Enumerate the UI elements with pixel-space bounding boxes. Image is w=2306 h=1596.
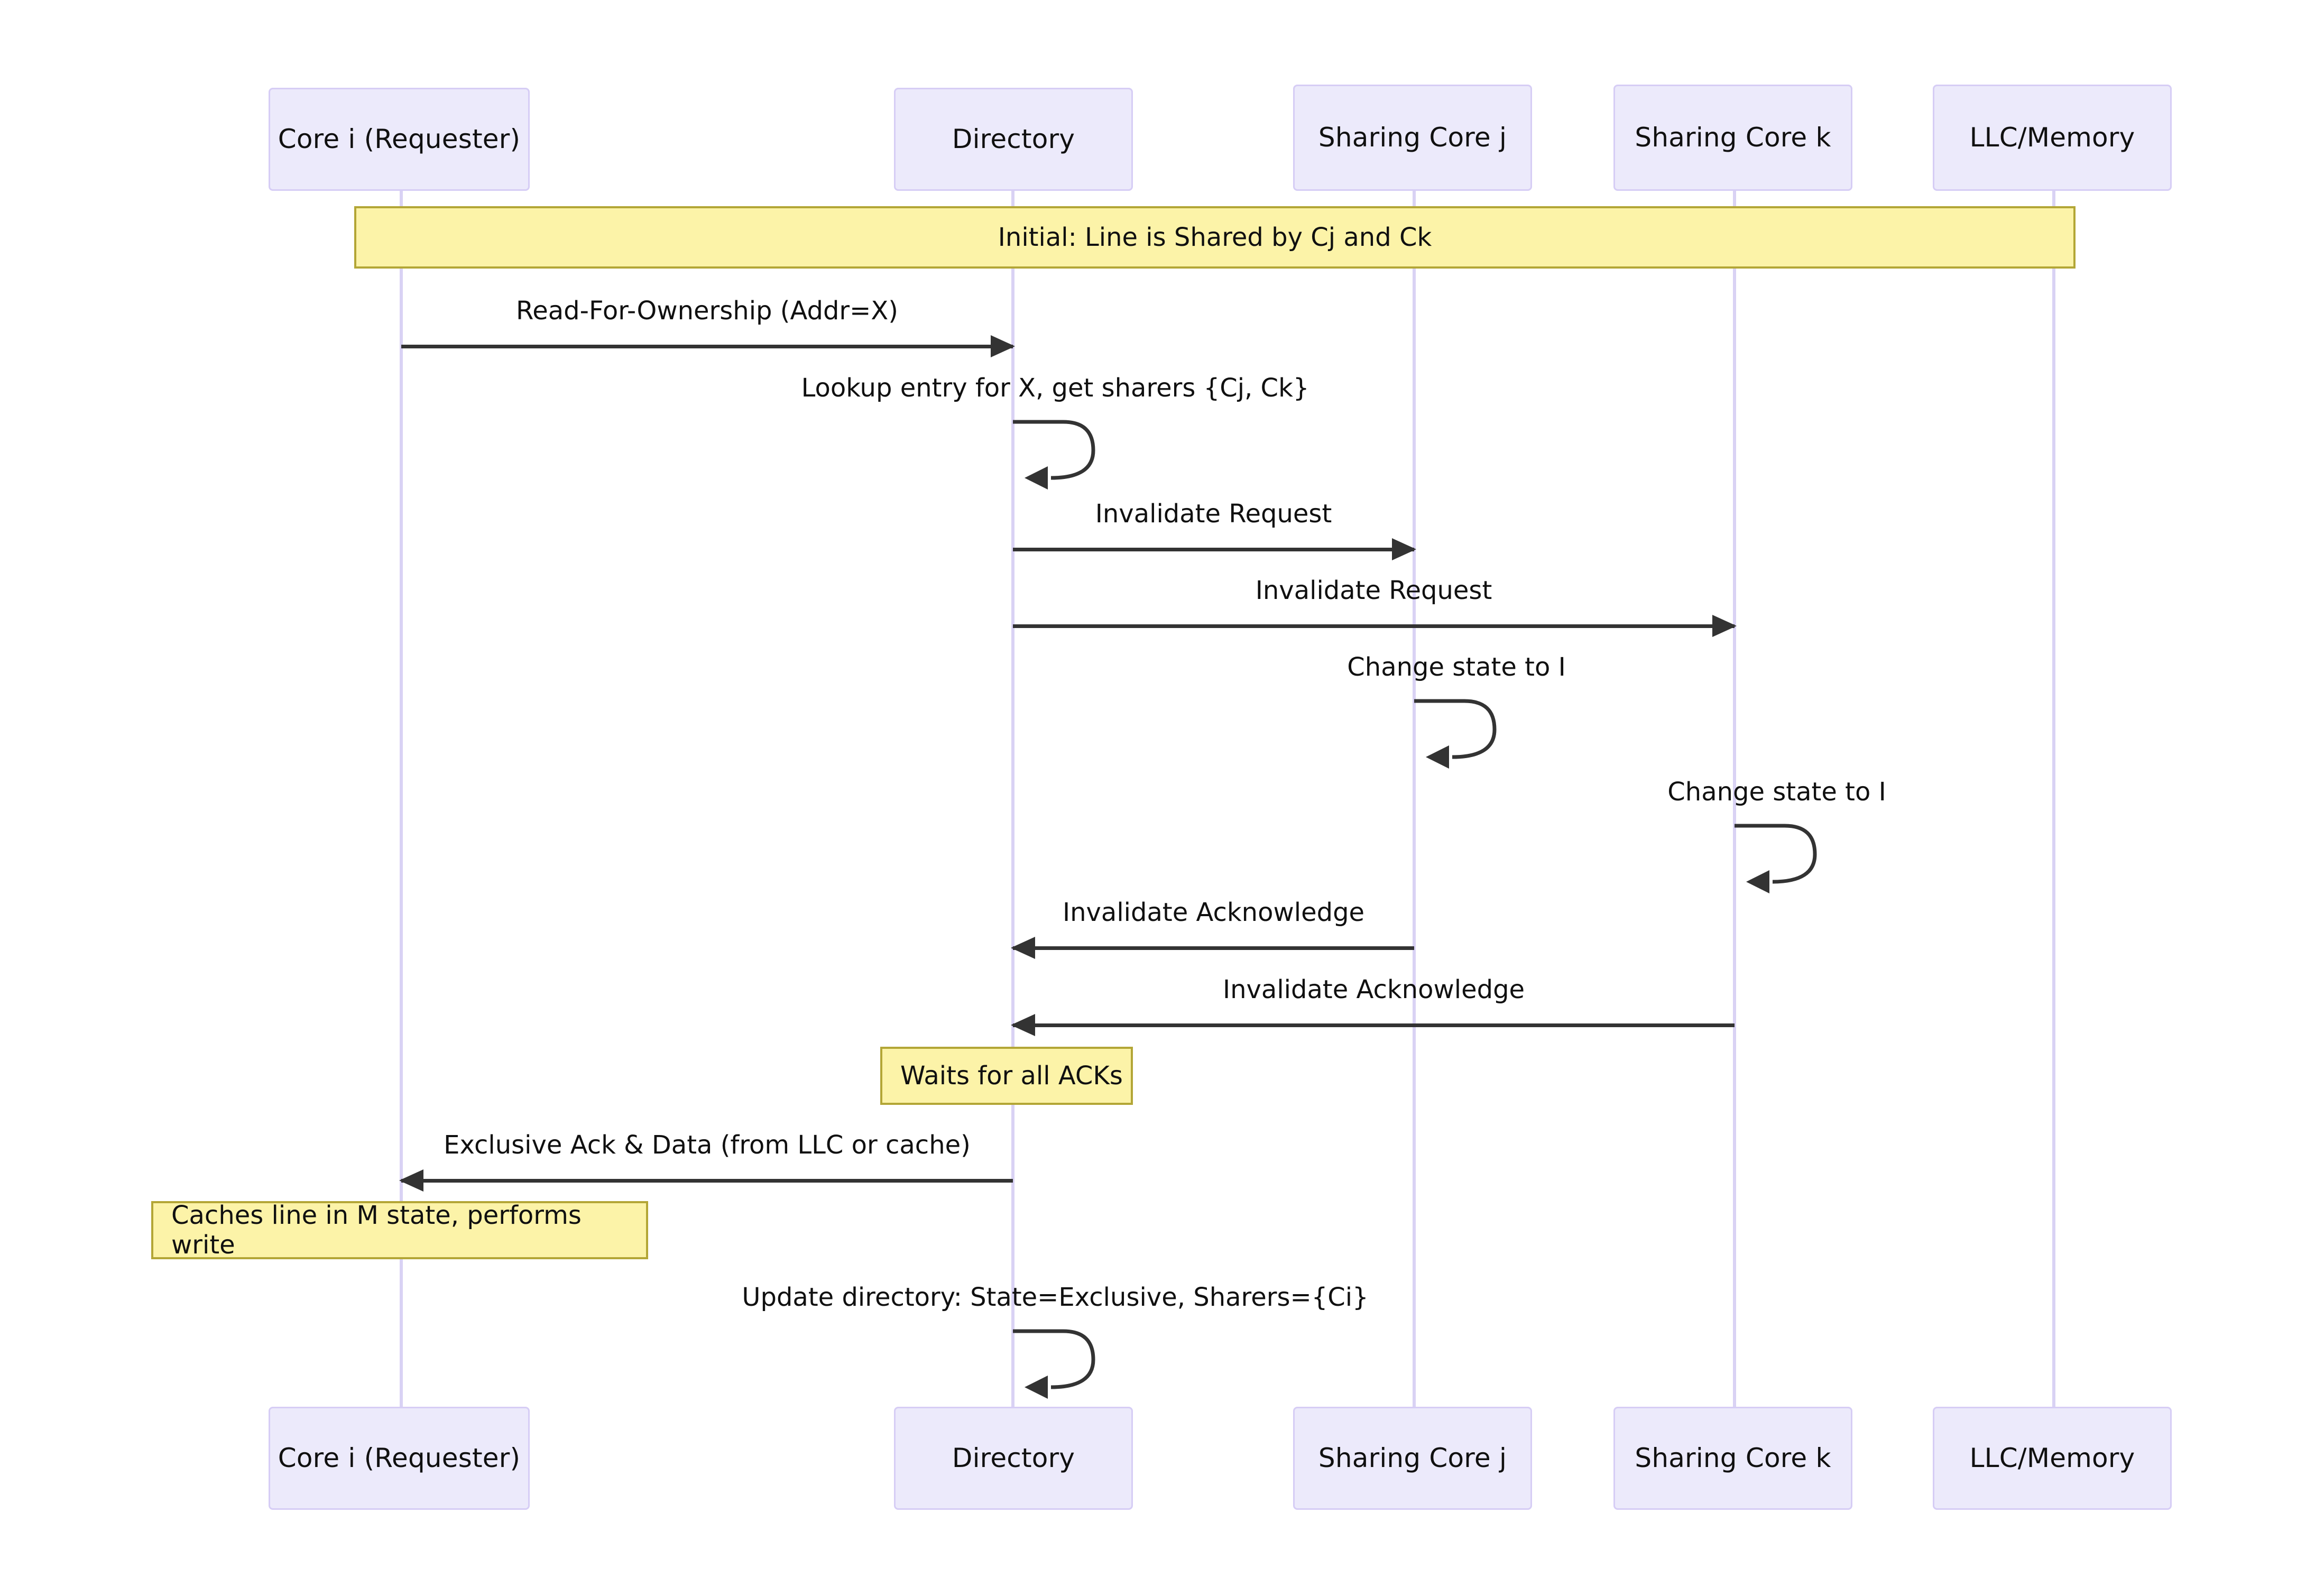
participant-llc-bottom[interactable]: LLC/Memory xyxy=(1933,1407,2172,1510)
message-line xyxy=(1013,1023,1735,1027)
note-caches-line-m-state: Caches line in M state, performs write xyxy=(151,1201,648,1260)
note-text: Initial: Line is Shared by Cj and Ck xyxy=(998,223,1432,252)
lifeline-core-k xyxy=(1733,191,1736,1407)
self-message-label: Change state to I xyxy=(1347,652,1566,682)
participant-directory-bottom[interactable]: Directory xyxy=(894,1407,1133,1510)
message-line xyxy=(1013,946,1414,950)
self-message-update-directory: Update directory: State=Exclusive, Share… xyxy=(742,1283,1369,1399)
arrowhead-right-icon xyxy=(991,335,1015,357)
participant-core-i-top[interactable]: Core i (Requester) xyxy=(269,88,530,191)
arrowhead-right-icon xyxy=(1392,538,1416,560)
participant-label: Core i (Requester) xyxy=(278,1443,521,1473)
self-loop-icon xyxy=(1013,420,1095,490)
participant-label: Sharing Core j xyxy=(1318,1443,1507,1473)
participant-core-k-top[interactable]: Sharing Core k xyxy=(1613,85,1852,191)
arrowhead-right-icon xyxy=(1712,615,1737,637)
self-loop-icon xyxy=(1013,1329,1095,1399)
participant-core-k-bottom[interactable]: Sharing Core k xyxy=(1613,1407,1852,1510)
participant-label: LLC/Memory xyxy=(1969,122,2135,153)
participant-label: Sharing Core k xyxy=(1635,122,1831,153)
participant-directory-top[interactable]: Directory xyxy=(894,88,1133,191)
arrowhead-left-icon xyxy=(1011,937,1035,959)
lifeline-core-i xyxy=(400,191,403,1407)
lifeline-core-j xyxy=(1413,191,1416,1407)
participant-core-j-top[interactable]: Sharing Core j xyxy=(1293,85,1532,191)
participant-label: Sharing Core k xyxy=(1635,1443,1831,1473)
message-label: Read-For-Ownership (Addr=X) xyxy=(516,296,898,326)
message-label: Exclusive Ack & Data (from LLC or cache) xyxy=(444,1130,971,1160)
self-message-change-state-j: Change state to I xyxy=(1347,652,1566,769)
note-initial: Initial: Line is Shared by Cj and Ck xyxy=(354,206,2076,269)
participant-label: Directory xyxy=(952,124,1075,154)
participant-llc-top[interactable]: LLC/Memory xyxy=(1933,85,2172,191)
self-message-label: Update directory: State=Exclusive, Share… xyxy=(742,1283,1369,1312)
participant-core-j-bottom[interactable]: Sharing Core j xyxy=(1293,1407,1532,1510)
arrowhead-left-icon xyxy=(1011,1014,1035,1036)
self-loop-icon xyxy=(1735,824,1817,893)
participant-label: Sharing Core j xyxy=(1318,122,1507,153)
note-waits-for-acks: Waits for all ACKs xyxy=(880,1047,1133,1105)
participant-label: Core i (Requester) xyxy=(278,124,521,154)
message-line xyxy=(401,345,1013,348)
message-label: Invalidate Request xyxy=(1255,576,1492,605)
message-label: Invalidate Acknowledge xyxy=(1062,898,1365,927)
message-line xyxy=(401,1179,1013,1183)
participant-core-i-bottom[interactable]: Core i (Requester) xyxy=(269,1407,530,1510)
note-text: Caches line in M state, performs write xyxy=(171,1201,582,1260)
message-line xyxy=(1013,548,1414,551)
note-text: Waits for all ACKs xyxy=(900,1061,1123,1091)
message-label: Invalidate Acknowledge xyxy=(1222,975,1525,1004)
self-message-lookup-entry: Lookup entry for X, get sharers {Cj, Ck} xyxy=(801,373,1309,490)
lifeline-llc xyxy=(2052,191,2055,1407)
participant-label: Directory xyxy=(952,1443,1075,1473)
self-message-label: Change state to I xyxy=(1667,777,1886,807)
self-message-label: Lookup entry for X, get sharers {Cj, Ck} xyxy=(801,373,1309,403)
arrowhead-left-icon xyxy=(399,1169,423,1192)
message-line xyxy=(1013,624,1735,628)
self-message-change-state-k: Change state to I xyxy=(1667,777,1886,893)
message-label: Invalidate Request xyxy=(1095,499,1332,529)
self-loop-icon xyxy=(1414,699,1497,769)
lifeline-directory xyxy=(1011,191,1014,1407)
participant-label: LLC/Memory xyxy=(1969,1443,2135,1473)
